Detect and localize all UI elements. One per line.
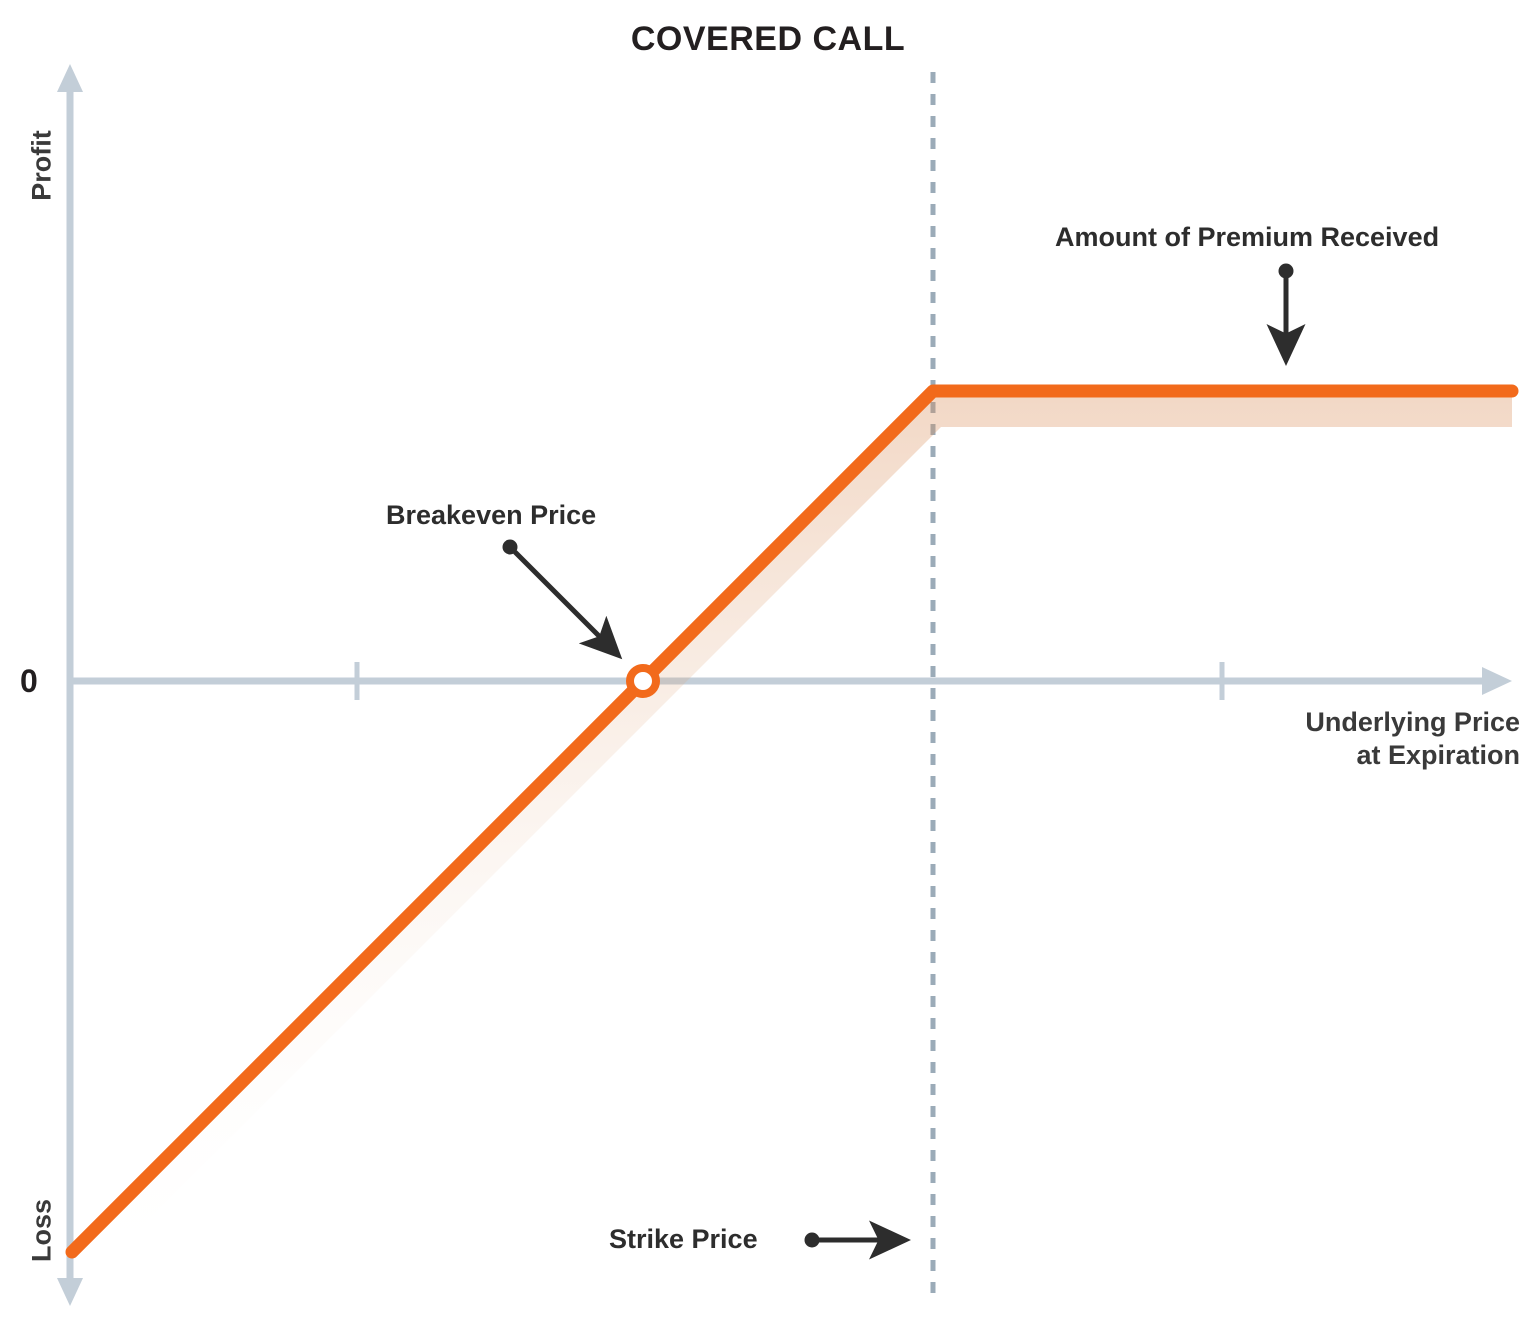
premium-received-annotation: Amount of Premium Received <box>1055 222 1440 252</box>
x-axis-label: Underlying Price at Expiration <box>1305 706 1520 773</box>
strike-annotation-arrow <box>804 1220 912 1260</box>
breakeven-annotation-arrow <box>502 539 623 660</box>
y-axis-profit-label: Profit <box>26 130 57 201</box>
x-axis-label-line-2: at Expiration <box>1356 740 1520 771</box>
strike-price-annotation: Strike Price <box>609 1224 758 1254</box>
x-axis-label-line-1: Underlying Price <box>1305 707 1520 737</box>
x-axis <box>70 667 1512 695</box>
y-axis-zero-tick-label: 0 <box>20 663 38 699</box>
page-title: COVERED CALL <box>630 20 906 58</box>
breakeven-point-marker <box>626 664 660 698</box>
y-axis <box>57 64 83 1306</box>
payoff-line <box>65 384 1519 1259</box>
y-axis-arrow-down <box>57 1278 83 1306</box>
breakeven-price-annotation: Breakeven Price <box>386 500 597 530</box>
x-axis-arrow-right <box>1482 667 1512 695</box>
x-axis-ticks <box>354 662 1225 700</box>
y-axis-loss-label: Loss <box>26 1198 57 1263</box>
payoff-line-shadow <box>72 391 1512 1288</box>
y-axis-arrow-up <box>57 64 83 92</box>
premium-annotation-arrow <box>1266 263 1306 367</box>
